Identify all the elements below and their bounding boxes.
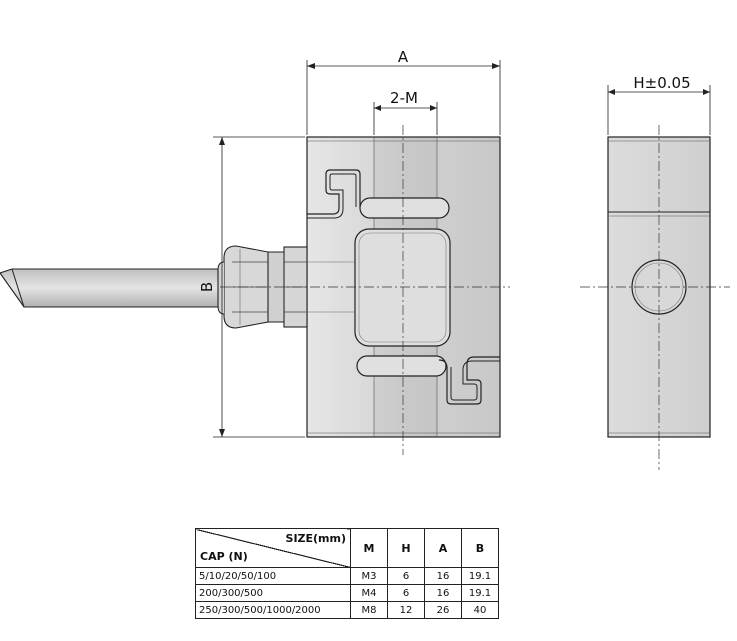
m-cell: M3 [350,567,388,585]
front-center-lines [220,125,510,455]
cap-cell: 5/10/20/50/100 [195,567,351,585]
cable [0,268,219,308]
spec-table: SIZE(mm) CAP (N) M H A B 5/10/20/50/100 … [195,528,499,619]
dimension-2m [373,102,438,135]
dim-b-label: B [198,282,216,292]
m-cell: M8 [350,601,388,619]
table-row: 5/10/20/50/100 M3 6 16 19.1 [195,567,499,585]
table-row: 200/300/500 M4 6 16 19.1 [195,584,499,602]
dimension-b [213,136,305,438]
column-header-h: H [387,528,425,568]
column-header-a: A [424,528,462,568]
dimension-h [607,85,711,135]
side-view [580,125,730,470]
table-header-row: SIZE(mm) CAP (N) M H A B [195,528,499,568]
cap-cell: 250/300/500/1000/2000 [195,601,351,619]
dim-2m-label: 2-M [390,89,418,107]
dim-h-label: H±0.05 [633,74,690,92]
center-cutout [354,228,451,347]
m-cell: M4 [350,584,388,602]
cap-header: CAP (N) [200,550,248,563]
b-cell: 40 [461,601,499,619]
h-cell: 12 [387,601,425,619]
b-cell: 19.1 [461,567,499,585]
cap-cell: 200/300/500 [195,584,351,602]
upper-oblong-slot [359,197,450,219]
size-header: SIZE(mm) [285,532,346,545]
column-header-m: M [350,528,388,568]
column-header-b: B [461,528,499,568]
a-cell: 16 [424,584,462,602]
table-row: 250/300/500/1000/2000 M8 12 26 40 [195,601,499,619]
dim-a-label: A [398,48,409,66]
h-cell: 6 [387,584,425,602]
lower-oblong-slot [356,355,447,377]
b-cell: 19.1 [461,584,499,602]
front-view [0,125,510,455]
dimension-a [306,60,501,135]
diagonal-header-cell: SIZE(mm) CAP (N) [195,528,351,568]
a-cell: 26 [424,601,462,619]
a-cell: 16 [424,567,462,585]
h-cell: 6 [387,567,425,585]
